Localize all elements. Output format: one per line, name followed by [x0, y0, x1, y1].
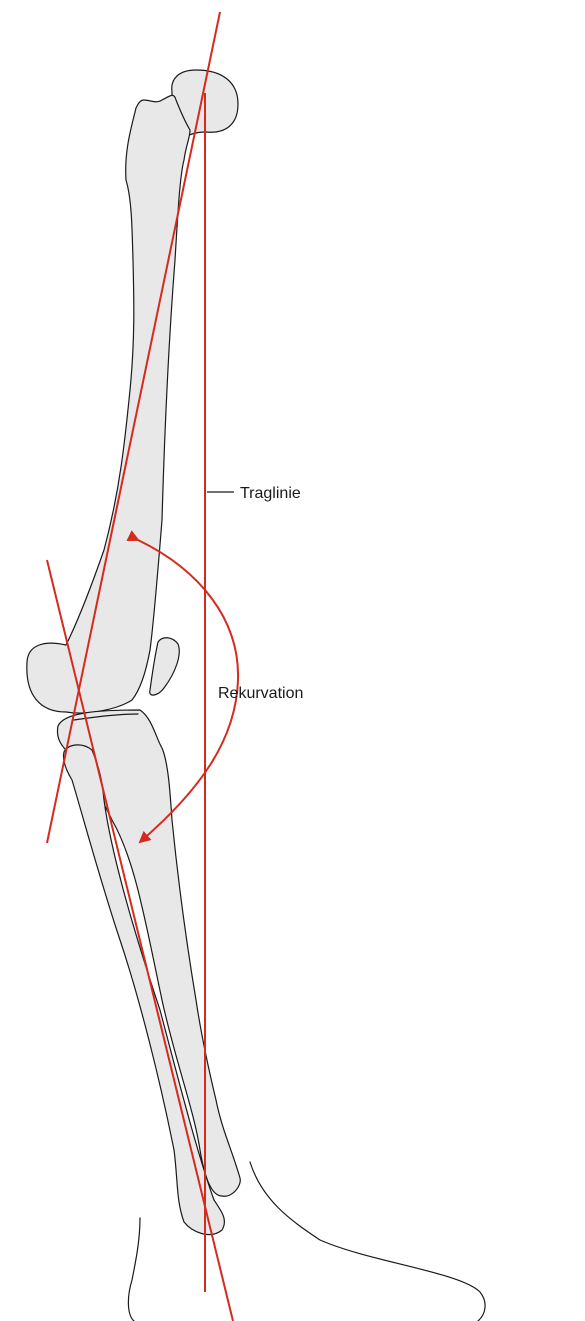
rekurvation-label: Rekurvation: [218, 685, 303, 702]
femur: [27, 95, 190, 713]
foot-outline-front: [250, 1162, 485, 1321]
patella: [150, 638, 179, 695]
traglinie-label: Traglinie: [240, 485, 301, 502]
foot-outline: [128, 1218, 140, 1321]
